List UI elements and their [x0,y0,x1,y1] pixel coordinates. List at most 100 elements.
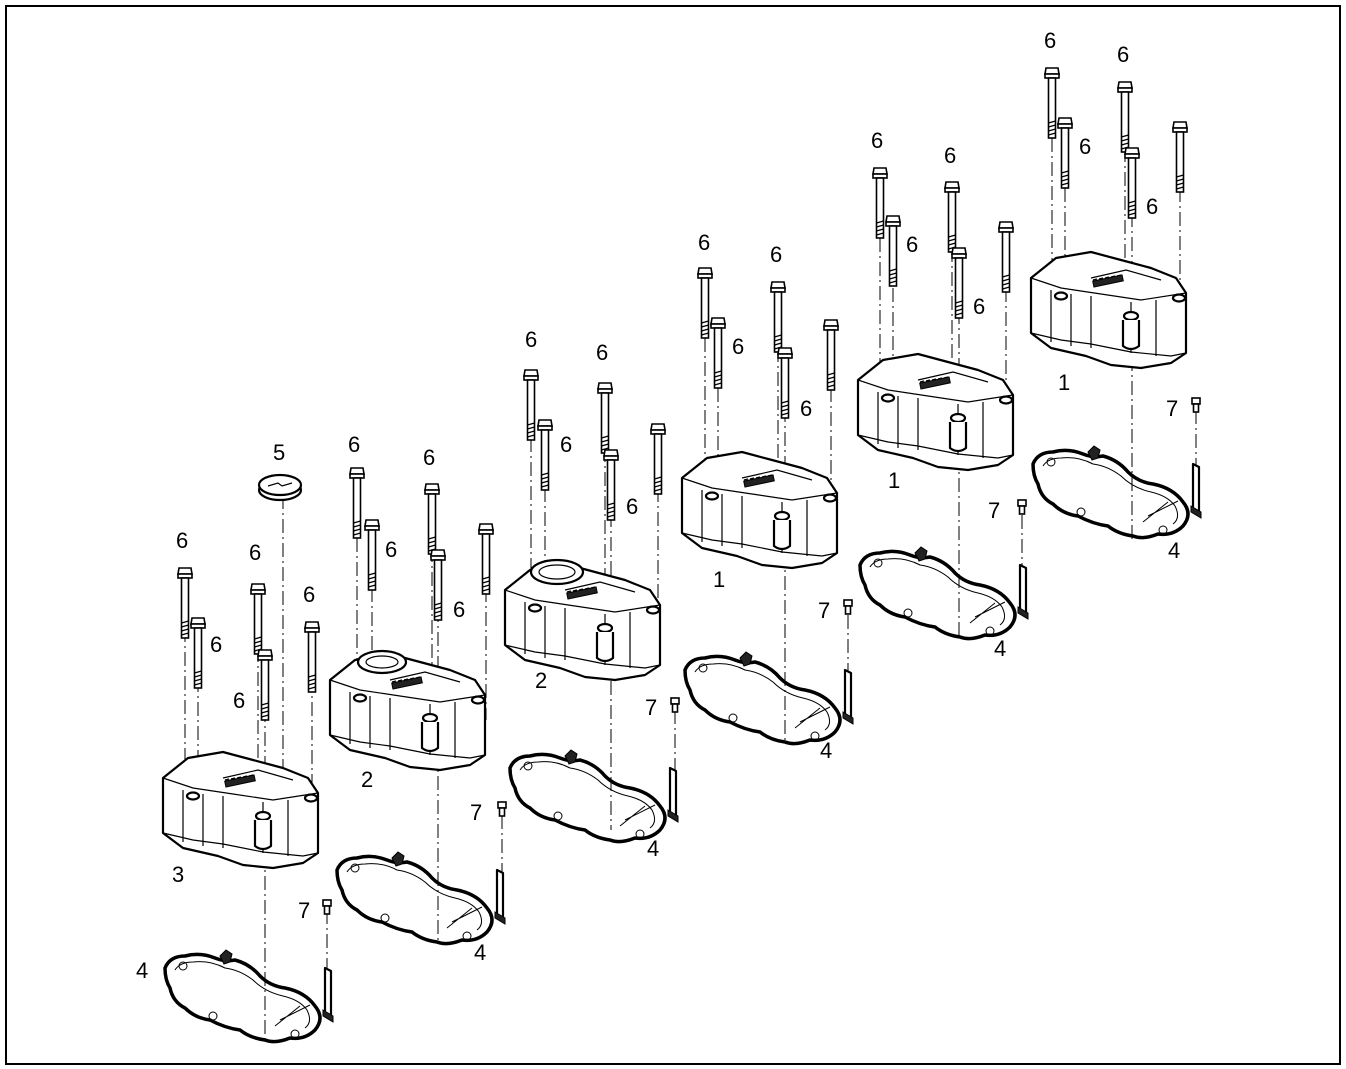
bolt-c4 [603,449,619,521]
callout-a2: 6 [210,632,222,657]
cover-2a-filler-opening [356,649,408,675]
callout-cover-b: 2 [361,767,373,792]
callout-gasket-e: 4 [994,636,1006,661]
callout-c4: 6 [626,494,638,519]
gasket-e [858,545,1030,641]
callout-cover-e: 1 [888,468,900,493]
valve-cover-1c [1029,250,1188,370]
callout-b4: 6 [453,597,465,622]
screw-c [670,697,680,713]
callout-a1: 6 [176,528,188,553]
bolt-f3 [1117,81,1133,153]
drawing-border [5,5,1341,1065]
callout-screw-c: 7 [645,695,657,720]
callout-cover-c: 2 [535,668,547,693]
bolt-c3 [597,382,613,454]
bolt-a2 [190,617,206,689]
screw-a [322,899,332,915]
callout-a3: 6 [249,540,261,565]
callout-c3: 6 [596,340,608,365]
assembly-d: 6 6 6 6 1 4 7 [680,230,855,763]
assembly-f: 6 6 6 6 1 4 7 [1029,28,1203,563]
bolt-b3 [424,483,440,555]
callout-screw-e: 7 [988,498,1000,523]
callout-gasket-f: 4 [1168,538,1180,563]
bolt-c5 [650,423,666,495]
callout-d4: 6 [800,396,812,421]
bolt-a3 [250,583,266,655]
bolt-b4 [430,549,446,621]
bolt-b5 [478,523,494,595]
screw-e [1017,499,1027,515]
bolt-e2 [885,215,901,287]
bolt-e4 [951,247,967,319]
bolt-d1 [697,267,713,339]
bolt-c1 [523,369,539,441]
assembly-c: 6 6 6 6 2 4 7 [503,327,680,861]
valve-cover-2b [503,562,662,682]
callout-e1: 6 [871,128,883,153]
bolt-d5 [823,319,839,391]
bolt-f2 [1057,117,1073,189]
callout-b1: 6 [348,432,360,457]
bolt-d4 [777,347,793,419]
bolt-f5 [1172,121,1188,193]
gasket-a [163,948,335,1044]
callout-b2: 6 [385,537,397,562]
callout-gasket-d: 4 [820,738,832,763]
bolt-a4 [257,649,273,721]
assembly-b: 6 6 6 6 2 4 7 [328,432,507,965]
callout-d2: 6 [732,334,744,359]
callout-d1: 6 [698,230,710,255]
bolt-a1 [177,567,193,639]
callout-cover-f: 1 [1058,370,1070,395]
callout-e3: 6 [944,143,956,168]
bolt-e3 [944,181,960,253]
callout-a4: 6 [233,688,245,713]
bolt-d3 [770,281,786,353]
valve-cover-2a [328,652,487,772]
bolt-e1 [872,167,888,239]
callout-gasket-c: 4 [647,836,659,861]
callout-f4: 6 [1146,194,1158,219]
callout-cap: 5 [273,440,285,465]
cover-2b-filler-opening [529,558,585,586]
assembly-e: 6 6 6 6 1 4 7 [856,128,1030,661]
screw-f [1191,397,1201,413]
callout-c1: 6 [525,327,537,352]
assembly-a: 6 6 6 6 6 5 3 4 7 [136,440,335,1044]
callout-screw-d: 7 [818,598,830,623]
gasket-b [335,850,507,946]
valve-cover-1a [680,450,839,570]
bolt-f1 [1044,67,1060,139]
gasket-c [508,748,680,844]
gasket-d [683,650,855,746]
callout-gasket-a: 4 [136,958,148,983]
callout-f3: 6 [1117,42,1129,67]
bolt-f4 [1124,147,1140,219]
callout-f2: 6 [1079,134,1091,159]
callout-a5: 6 [303,582,315,607]
callout-cover-a: 3 [172,862,184,887]
screw-d [843,599,853,615]
callout-e4: 6 [973,294,985,319]
bolt-d2 [710,317,726,389]
valve-cover-3 [161,750,320,870]
callout-e2: 6 [906,232,918,257]
bolt-b2 [364,519,380,591]
callout-gasket-b: 4 [474,940,486,965]
screw-b [497,801,507,817]
bolt-e5 [998,221,1014,293]
callout-c2: 6 [560,432,572,457]
gasket-f [1031,444,1203,540]
callout-f1: 6 [1044,28,1056,53]
bolt-c2 [537,419,553,491]
bolt-b1 [349,467,365,539]
callout-b3: 6 [423,445,435,470]
callout-cover-d: 1 [713,567,725,592]
callout-screw-f: 7 [1166,396,1178,421]
callout-screw-b: 7 [470,800,482,825]
bolt-a5 [304,621,320,693]
callout-screw-a: 7 [298,898,310,923]
